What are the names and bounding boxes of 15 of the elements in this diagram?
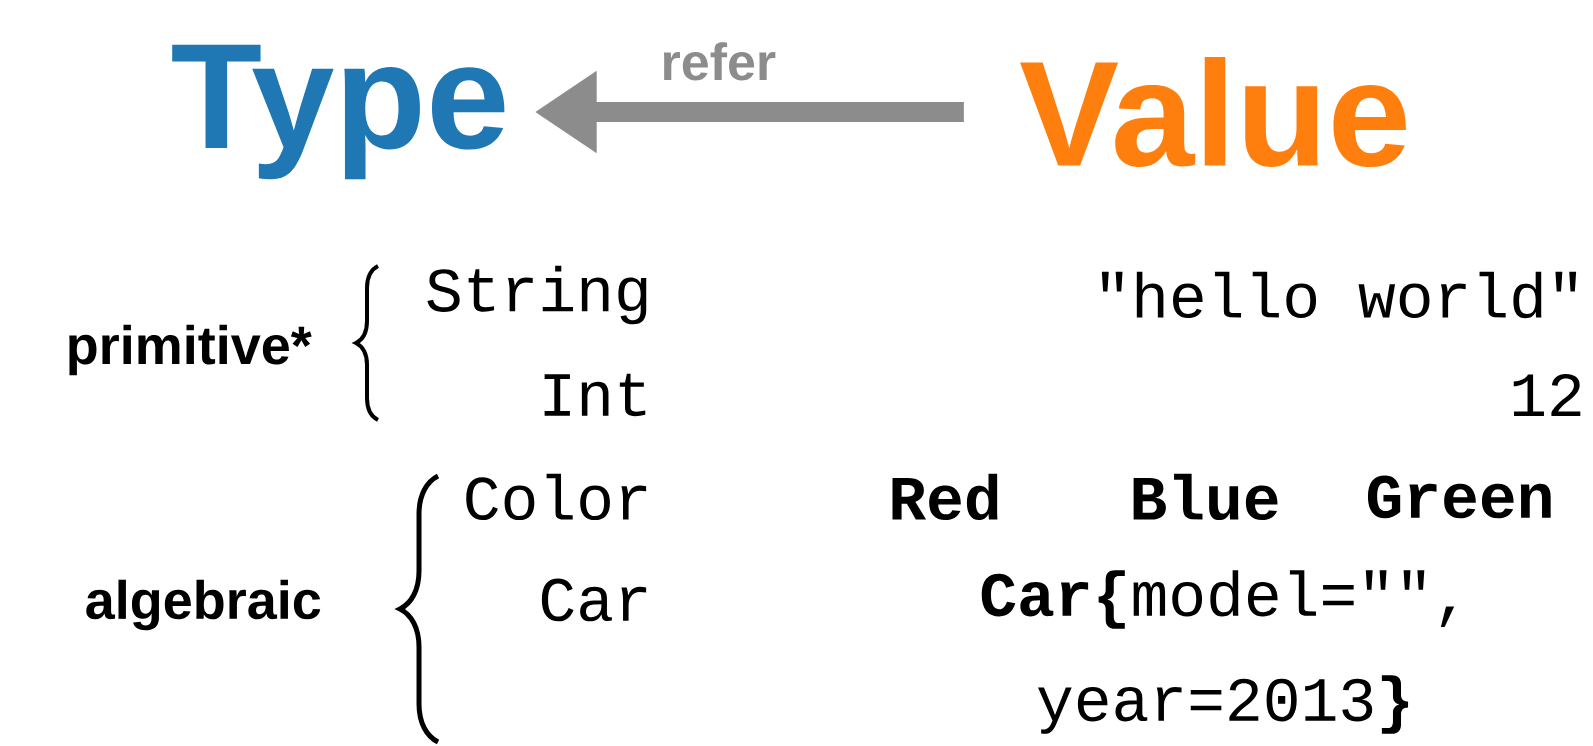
category-label: algebraic — [86, 579, 321, 631]
code-text: 12 — [1513, 373, 1581, 417]
code-text: Color — [466, 473, 647, 521]
code-text: Int — [544, 373, 646, 417]
code-text: "hello world" — [1101, 271, 1577, 319]
code-text: Green — [1367, 475, 1551, 519]
code-text: Car — [541, 578, 647, 622]
title-word: Type — [172, 44, 505, 180]
title-word: Value — [1020, 56, 1406, 168]
code-text: Blue — [1133, 473, 1278, 521]
code-text: Red — [892, 473, 998, 521]
edge-label: refer — [663, 42, 776, 81]
code-text: Car{model="", year=2013} — [981, 570, 1455, 734]
category-label: primitive* — [69, 324, 312, 376]
code-text: String — [427, 265, 647, 325]
